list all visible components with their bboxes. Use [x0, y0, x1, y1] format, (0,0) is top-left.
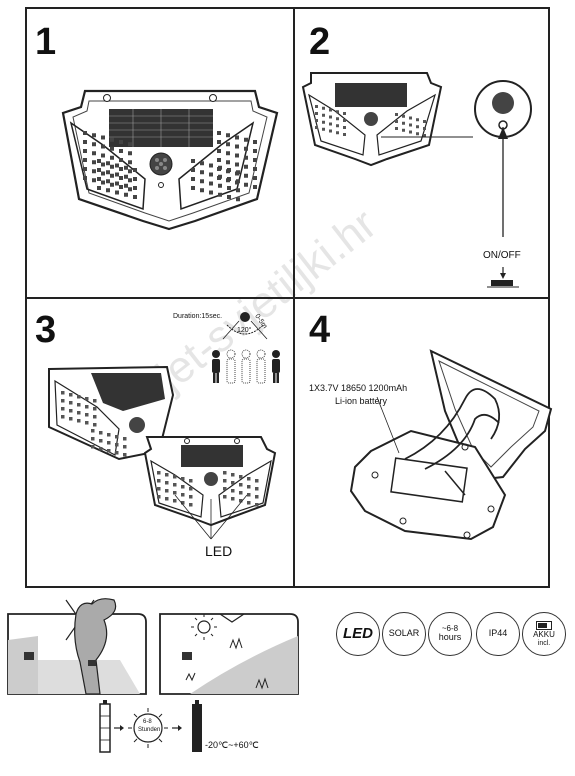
battery-spec-line2: Li-ion battery: [335, 396, 388, 406]
step-4-number: 4: [309, 309, 331, 351]
motion-sensor-diagram: [48, 312, 280, 540]
step-1-number: 1: [35, 21, 57, 63]
akku-badge-bottom: incl.: [537, 639, 551, 647]
hours-badge: ~6-8 hours: [428, 612, 472, 656]
charging-diagram: [99, 700, 202, 753]
sun-hours-top: 6-8: [143, 719, 152, 725]
solar-badge: SOLAR: [382, 612, 426, 656]
step-3-panel: 3 Duration:15sec. 120° 0-5m LED: [25, 297, 295, 588]
ip-badge-text: IP44: [488, 628, 508, 639]
ip-rating-badge: IP44: [476, 612, 520, 656]
hours-badge-top: ~6-8: [441, 623, 459, 633]
duration-label: Duration:15sec.: [173, 313, 223, 320]
led-badge-text: LED: [343, 624, 373, 642]
people-icons: [212, 349, 280, 384]
led-label: LED: [205, 543, 233, 559]
hours-badge-bottom: hours: [438, 632, 462, 643]
battery-spec-line1: 1X3.7V 18650 1200mAh: [309, 383, 408, 393]
step-3-number: 3: [35, 309, 57, 351]
sun-hours-bottom: Stunden: [138, 727, 161, 733]
step-1-panel: 1: [25, 7, 295, 299]
step-2-panel: 2 ON/OFF: [293, 7, 550, 299]
detection-angle-label: 120°: [237, 327, 252, 334]
battery-icon: [536, 620, 552, 630]
step-2-number: 2: [309, 21, 331, 63]
akku-badge-top: AKKU: [533, 629, 555, 639]
solar-lamp-front-view: [61, 89, 279, 231]
temperature-range: -20℃~+60℃: [205, 740, 259, 750]
step-4-panel: 4 1X3.7V 18650 1200mAh Li-ion battery: [293, 297, 553, 588]
solar-badge-text: SOLAR: [388, 628, 420, 639]
battery-compartment-diagram: [349, 349, 553, 541]
led-badge: LED: [336, 612, 380, 656]
power-switch-diagram: [301, 72, 532, 288]
battery-included-badge: AKKU incl.: [522, 612, 566, 656]
on-off-label: ON/OFF: [483, 250, 521, 261]
